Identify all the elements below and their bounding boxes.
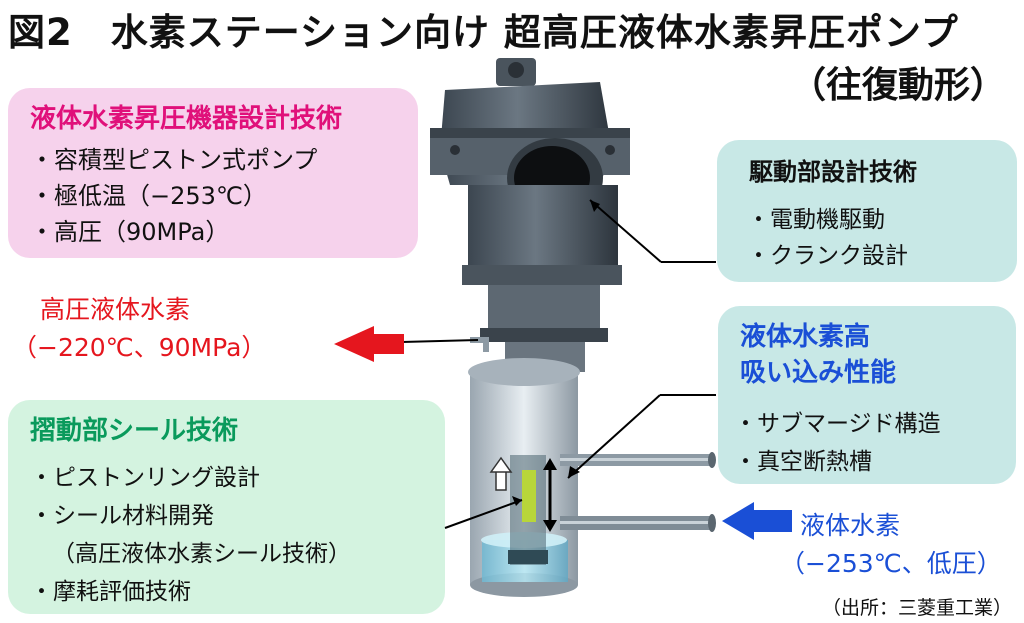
flow-up-arrow	[489, 456, 513, 491]
suction-leader-arrowhead	[568, 466, 580, 478]
figure-title: 図2 水素ステーション向け 超高圧液体水素昇圧ポンプ	[8, 11, 959, 54]
motor-body	[462, 185, 622, 372]
suction-item-1: ・サブマージド構造	[734, 411, 941, 437]
drive-tech-item-2: ・クランク設計	[747, 243, 908, 269]
design-tech-box: 液体水素昇圧機器設計技術 ・容積型ピストン式ポンプ ・極低温（−253℃） ・高…	[8, 88, 418, 258]
leader-lines	[401, 199, 716, 529]
drive-tech-box: 駆動部設計技術 ・電動機駆動 ・クランク設計	[717, 140, 1017, 282]
seal-tech-item-3: ・摩耗評価技術	[30, 579, 191, 605]
design-tech-item-2: ・極低温（−253℃）	[30, 182, 267, 210]
drive-tech-heading: 駆動部設計技術	[749, 158, 917, 186]
seal-leader-arrowhead	[512, 496, 522, 506]
piston-stroke-arrow	[543, 458, 557, 532]
suction-heading-line1: 液体水素高	[740, 322, 871, 352]
figure-subtitle: （往復動形）	[789, 65, 1006, 106]
source-credit: （出所：三菱重工業）	[821, 597, 1012, 619]
suction-heading-line2: 吸い込み性能	[740, 358, 897, 388]
drive-tech-item-1: ・電動機駆動	[747, 207, 885, 233]
input-label-line2: （−253℃、低圧）	[780, 549, 1002, 578]
input-label-line1: 液体水素	[800, 511, 901, 540]
design-tech-heading: 液体水素昇圧機器設計技術	[30, 104, 343, 134]
suction-pipe-upper	[560, 452, 716, 468]
output-arrow	[334, 326, 404, 362]
seal-tech-item-2: ・シール材料開発	[30, 503, 214, 529]
seal-tech-box: 摺動部シール技術 ・ピストンリング設計 ・シール材料開発 （高圧液体水素シール技…	[8, 400, 445, 614]
input-arrow	[722, 502, 792, 540]
suction-item-2: ・真空断熱槽	[734, 449, 872, 475]
drive-leader-arrowhead	[590, 200, 600, 212]
suction-performance-box: 液体水素高 吸い込み性能 ・サブマージド構造 ・真空断熱槽	[718, 306, 1016, 484]
seal-tech-item-1: ・ピストンリング設計	[30, 465, 260, 491]
design-tech-item-1: ・容積型ピストン式ポンプ	[30, 146, 318, 174]
design-tech-item-3: ・高圧（90MPa）	[30, 218, 230, 246]
seal-tech-item-2-detail: （高圧液体水素シール技術）	[52, 541, 351, 567]
seal-tech-heading: 摺動部シール技術	[30, 416, 239, 446]
vacuum-tank	[468, 358, 580, 597]
suction-pipe-lower	[560, 514, 716, 532]
output-label-line1: 高圧液体水素	[40, 295, 191, 324]
output-label-line2: （−220℃、90MPa）	[12, 333, 267, 362]
discharge-pipe	[470, 337, 489, 352]
